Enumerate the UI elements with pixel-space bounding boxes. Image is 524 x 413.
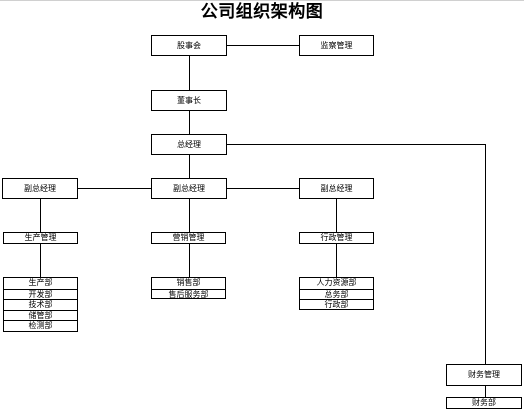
chart-title: 公司组织架构图 [200,2,324,22]
node-production-management: 生产管理 [3,232,78,244]
department-item: 储管部 [4,309,77,321]
department-item: 技术部 [4,299,77,310]
node-supervision: 监察管理 [299,35,374,56]
node-general-manager: 总经理 [151,134,227,155]
marketing-departments-list: 销售部 售后服务部 [151,277,226,299]
node-chairman: 董事长 [151,90,227,111]
connector-gm-finance [227,144,486,364]
department-item: 销售部 [176,278,201,287]
production-departments-list: 生产部 开发部 技术部 储管部 检测部 [3,277,78,332]
administration-departments-list: 人力资源部 总务部 行政部 [299,277,374,310]
node-administration-management: 行政管理 [299,232,374,244]
department-item: 人力资源部 [316,278,357,287]
department-item: 生产部 [28,278,53,287]
top-border [0,0,524,1]
node-vice-gm-left: 副总经理 [2,178,78,199]
node-board: 股事会 [151,35,227,56]
department-item: 总务部 [300,288,373,300]
node-marketing-management: 营销管理 [151,232,226,244]
node-finance-management: 财务管理 [446,364,522,386]
node-finance-department: 财务部 [446,397,522,409]
department-item: 行政部 [300,299,373,310]
department-item: 检测部 [4,320,77,331]
node-vice-gm-right: 副总经理 [299,178,374,199]
node-vice-gm-center: 副总经理 [151,178,227,199]
department-item: 售后服务部 [152,288,225,300]
department-item: 开发部 [4,288,77,300]
